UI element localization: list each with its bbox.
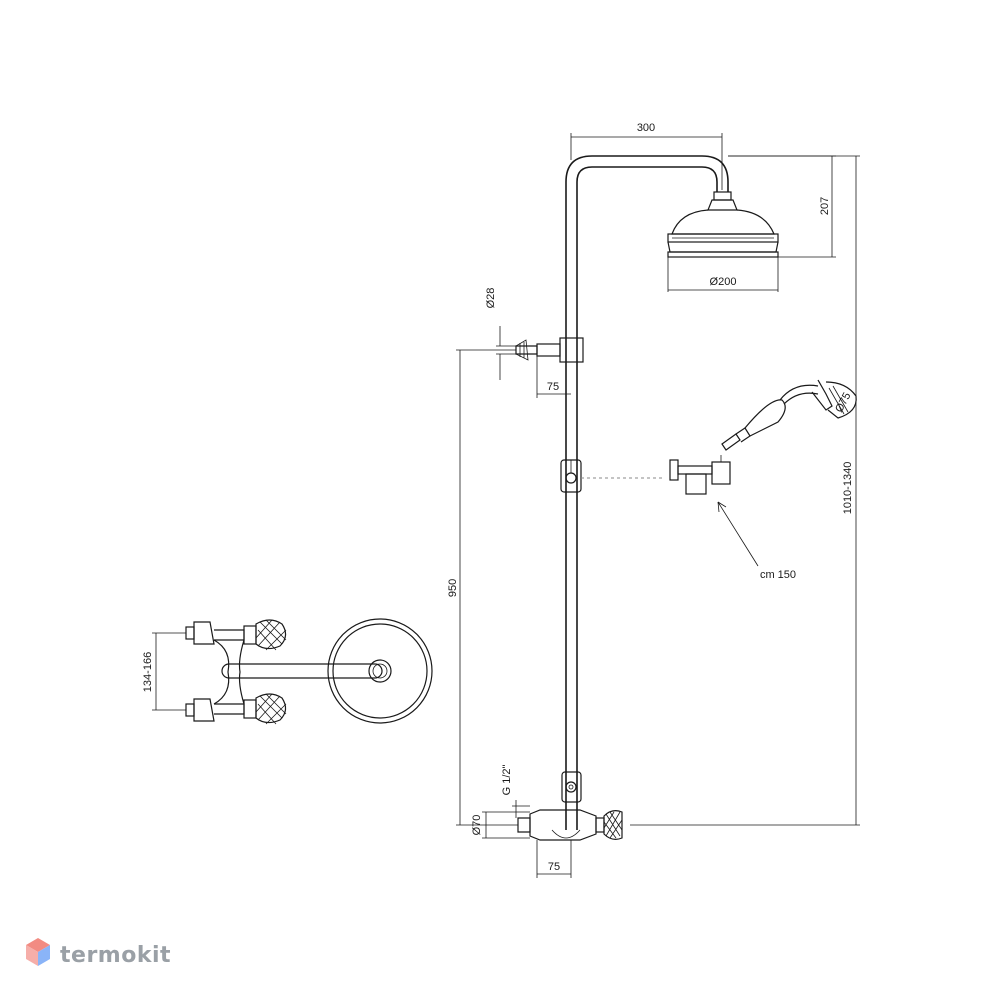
wall-bracket-top (515, 337, 584, 363)
dim-connector-offset: 75 (547, 381, 559, 393)
dimension-lines (152, 133, 860, 878)
hand-shower (721, 379, 857, 451)
dim-inlet-spacing: 134-166 (142, 652, 154, 692)
brand-name: termokit (60, 942, 172, 968)
top-view-mixer (185, 618, 433, 725)
shower-riser (565, 155, 729, 830)
dim-total-height: 1010-1340 (842, 462, 854, 515)
riser-holder (560, 459, 582, 493)
shower-head (667, 191, 779, 258)
brand-logo-icon (26, 938, 50, 966)
dim-mixer-height: 950 (447, 579, 459, 597)
dim-head-height: 207 (819, 197, 831, 215)
holder-detail (669, 455, 731, 495)
brand-watermark: termokit (24, 936, 171, 974)
dim-hose-length: cm 150 (760, 569, 796, 581)
dim-head-diameter: Ø200 (710, 276, 737, 288)
dim-thread: G 1/2" (501, 765, 513, 796)
thermostatic-mixer (517, 809, 623, 841)
dim-mixer-offset: 75 (548, 861, 560, 873)
bottom-joint (561, 771, 582, 803)
hose-arrow (717, 501, 759, 567)
dim-connector-diameter: Ø28 (485, 288, 497, 309)
dim-arm-length: 300 (637, 122, 655, 134)
dim-inlet-diameter: Ø70 (471, 815, 483, 836)
